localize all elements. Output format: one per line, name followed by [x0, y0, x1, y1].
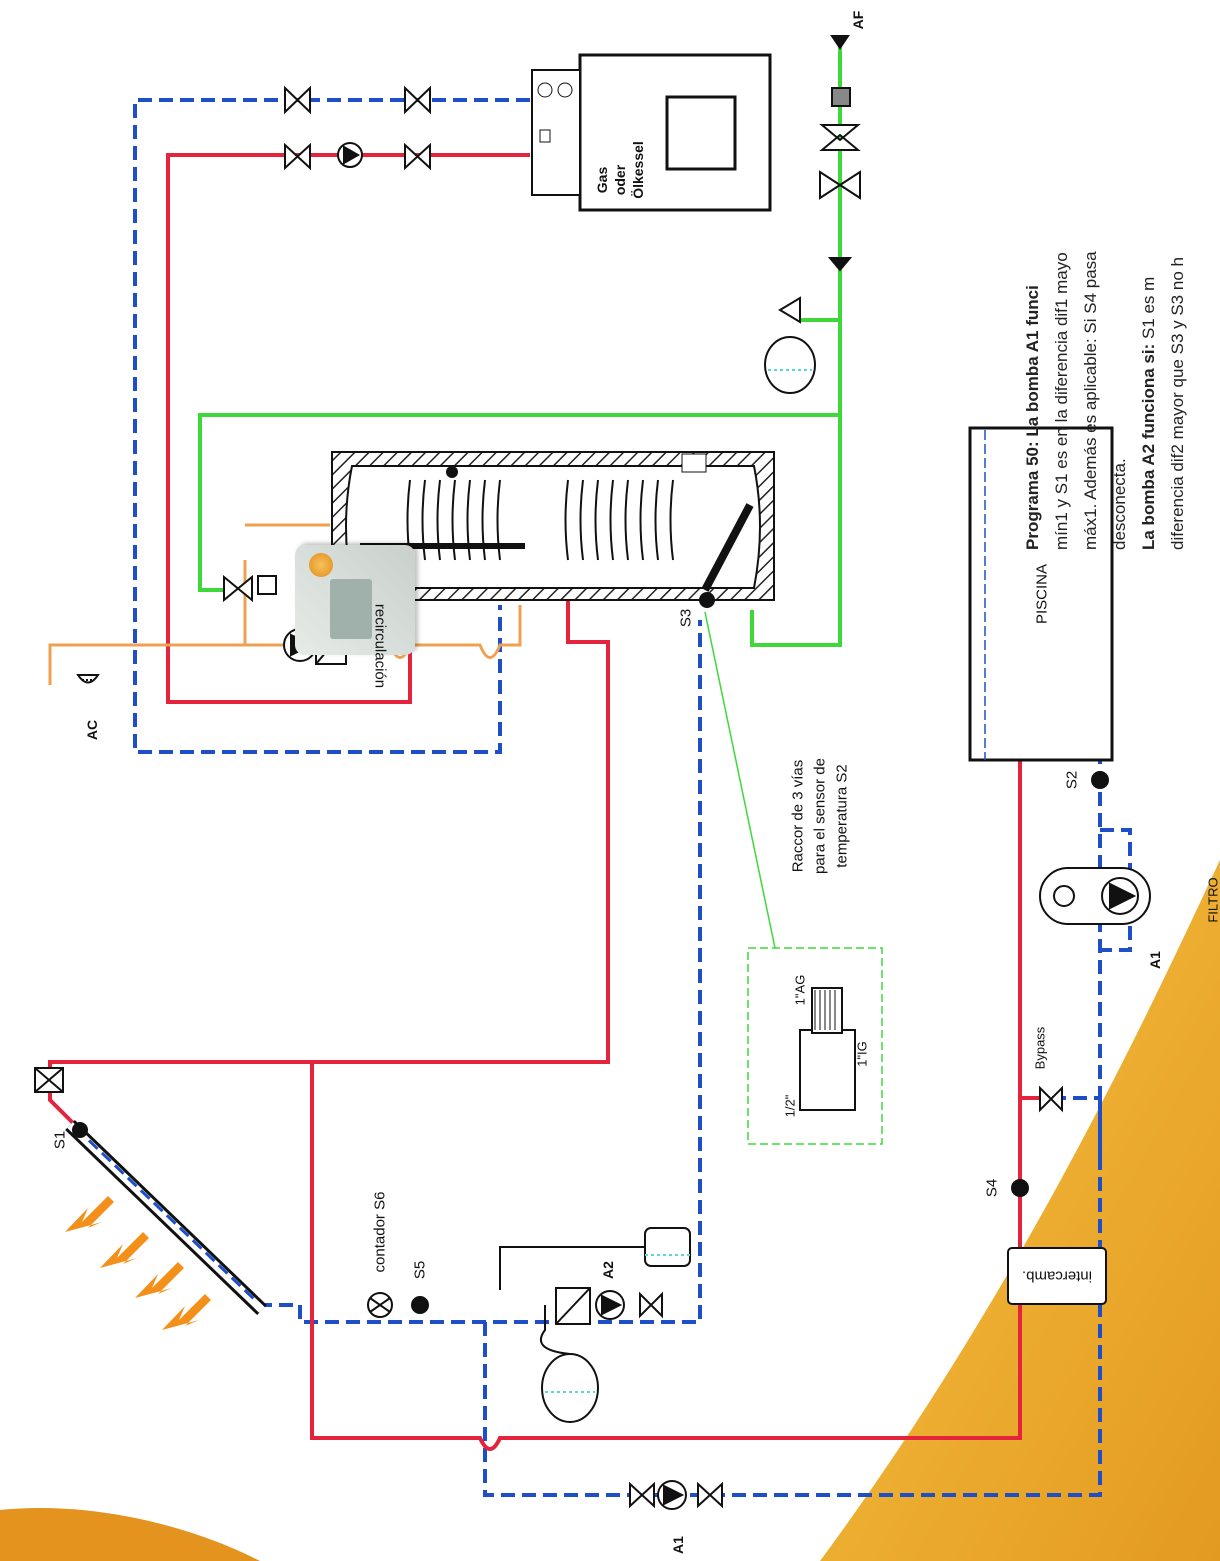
controller-knob-icon — [309, 553, 333, 577]
valve-icon — [1039, 1085, 1063, 1113]
expansion-vessel-icon — [541, 1353, 599, 1423]
desc-line1-bold: Programa 50: La bomba A1 funci — [1023, 285, 1042, 550]
boiler-icon — [531, 53, 772, 212]
sun-arrows-icon — [65, 1196, 211, 1330]
valve-icon — [629, 1481, 655, 1509]
label-ac: AC — [84, 719, 100, 741]
label-raccord-1: Raccor de 3 vías — [789, 759, 807, 873]
desc-line4: desconecta. — [1110, 458, 1129, 550]
solar-controller-icon — [295, 545, 415, 655]
label-fitting-half: 1/2" — [782, 1094, 798, 1118]
fitting-detail-box — [747, 947, 883, 1145]
sensor-icon — [411, 1296, 429, 1314]
cold-lines — [133, 98, 1132, 1497]
label-a1-bottom: A1 — [670, 1536, 686, 1554]
desc-line2: mín1 y S1 es en la diferencia dif1 mayo — [1052, 252, 1071, 550]
valve-icon — [404, 85, 431, 115]
safety-valve-icon — [778, 296, 801, 324]
label-s5: S5 — [411, 1260, 429, 1280]
sensor-icon — [699, 592, 715, 608]
label-a2: A2 — [600, 1261, 616, 1279]
label-boiler-2: oder — [612, 164, 628, 196]
valve-icon — [284, 85, 311, 115]
label-fitting-ig: 1"IG — [854, 1041, 870, 1067]
drinking-water-lines — [198, 45, 842, 647]
shower-icon — [76, 674, 100, 684]
desc-line5-bold: La bomba A2 funciona si: — [1139, 343, 1158, 550]
desc-line5-rest: S1 es m — [1139, 276, 1158, 344]
label-s1: S1 — [51, 1130, 69, 1150]
label-boiler-3: Ölkessel — [630, 141, 646, 199]
pool-icon — [968, 426, 1114, 762]
sensor-icon — [1091, 771, 1109, 789]
label-af: AF — [850, 10, 866, 30]
accent-swoosh-bottom — [0, 1508, 260, 1561]
label-s4: S4 — [983, 1178, 1001, 1198]
controller-display — [330, 579, 372, 639]
label-boiler-1: Gas — [594, 166, 610, 194]
solar-collector-icon — [34, 1067, 267, 1316]
valve-icon — [284, 142, 311, 171]
drain-icon — [831, 87, 851, 107]
label-counter-s6: contador S6 — [371, 1191, 389, 1273]
component-symbols — [76, 35, 1151, 1510]
label-s2: S2 — [1063, 770, 1081, 790]
sensor-icon — [1011, 1179, 1029, 1197]
label-raccord-3: temperatura S2 — [833, 764, 851, 868]
label-fitting-ag: 1"AG — [792, 974, 808, 1006]
expansion-vessel-icon — [644, 1227, 691, 1267]
valve-icon — [639, 1291, 663, 1319]
label-heat-exchanger: intercamb. — [1021, 1267, 1093, 1285]
expansion-vessel-icon — [764, 336, 816, 394]
label-s3: S3 — [677, 608, 695, 628]
desc-line6: diferencia dif2 mayor que S3 y S3 no h — [1168, 257, 1187, 550]
label-raccord-2: para el sensor de — [811, 758, 829, 874]
accent-swoosh — [820, 860, 1220, 1561]
label-recirculation: recirculación — [371, 603, 389, 689]
storage-tank-icon — [331, 451, 775, 608]
heat-exchanger-icon — [1007, 1247, 1107, 1305]
desc-line3: máx1. Además es aplicable: Si S4 pasa — [1081, 251, 1100, 550]
valve-icon — [697, 1481, 723, 1509]
label-filter: FILTRO — [1205, 877, 1220, 923]
mixing-valve-icon — [223, 574, 277, 603]
valve-icon — [404, 142, 431, 171]
label-pool: PISCINA — [1033, 563, 1051, 625]
label-a1-pool: A1 — [1147, 951, 1163, 969]
label-bypass: Bypass — [1032, 1026, 1048, 1070]
program-description: Programa 50: La bomba A1 funci mín1 y S1… — [1018, 0, 1192, 550]
sensor-icon — [72, 1122, 88, 1138]
three-way-fitting-icon — [799, 987, 856, 1111]
